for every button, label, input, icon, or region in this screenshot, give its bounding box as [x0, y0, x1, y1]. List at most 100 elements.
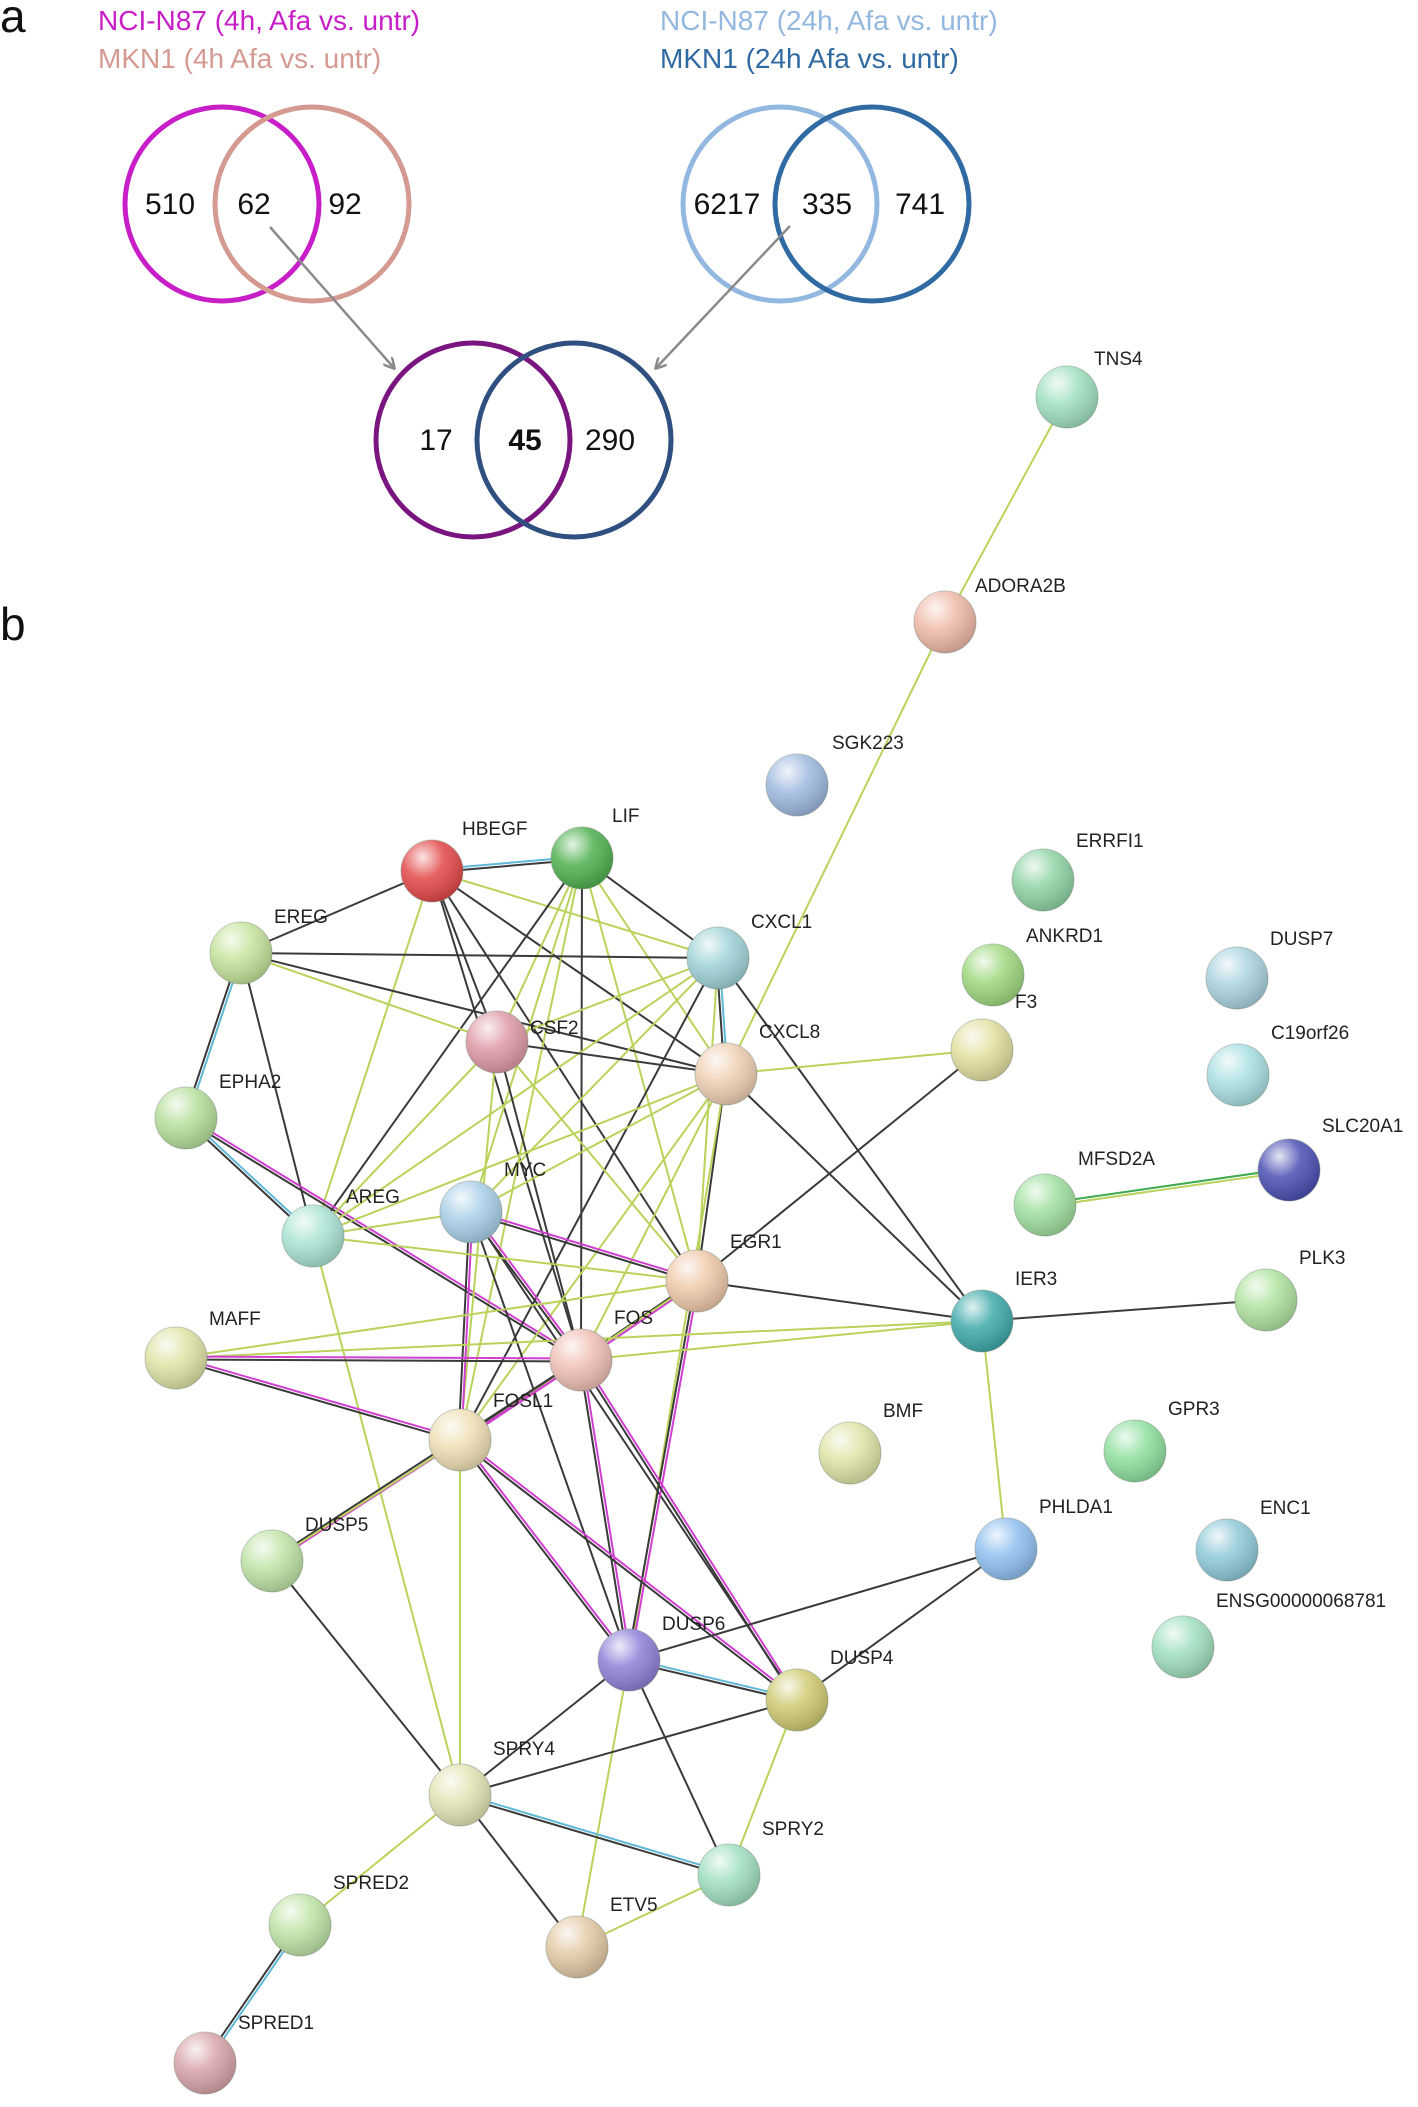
node-label: DUSP6	[662, 1614, 725, 1635]
node-plk3[interactable]: PLK3	[1234, 1248, 1345, 1332]
edge-egr1-dusp6	[626, 1280, 697, 1660]
node-label: GPR3	[1168, 1399, 1220, 1420]
node-label: DUSP4	[830, 1648, 894, 1669]
node-label: PLK3	[1299, 1248, 1345, 1269]
node-ier3[interactable]: IER3	[950, 1269, 1057, 1353]
edge-myc-dusp6	[470, 1211, 630, 1661]
node-label: EREG	[274, 907, 328, 928]
node-gloss	[429, 1764, 491, 1826]
node-adora2b[interactable]: ADORA2B	[913, 576, 1066, 654]
edge-lif-areg	[312, 857, 583, 1237]
edge-epha2-fos	[184, 1118, 581, 1363]
node-mfsd2a[interactable]: MFSD2A	[1013, 1149, 1155, 1237]
node-gloss	[1258, 1139, 1320, 1201]
node-enc1[interactable]: ENC1	[1195, 1498, 1311, 1582]
edge-fos-dusp6	[578, 1360, 629, 1661]
node-dusp6[interactable]: DUSP6	[597, 1614, 725, 1692]
node-cxcl8[interactable]: CXCL8	[694, 1022, 820, 1106]
node-myc[interactable]: MYC	[439, 1160, 546, 1244]
node-cxcl1[interactable]: CXCL1	[686, 912, 812, 990]
node-gloss	[1012, 849, 1074, 911]
node-spred2[interactable]: SPRED2	[268, 1873, 409, 1957]
node-gloss	[1152, 1616, 1214, 1678]
node-fos[interactable]: FOS	[549, 1308, 653, 1392]
node-areg[interactable]: AREG	[281, 1187, 400, 1268]
node-fosl1[interactable]: FOSL1	[428, 1391, 553, 1472]
node-label: F3	[1015, 992, 1037, 1013]
node-ereg[interactable]: EREG	[209, 907, 328, 985]
venn-4h-mkn1-circle	[212, 104, 412, 304]
node-label: CXCL1	[751, 912, 812, 933]
edge-ier3-phlda1	[981, 1320, 1007, 1550]
venn-4h-left-count: 510	[145, 188, 195, 221]
edge-dusp6-etv5	[576, 1659, 630, 1948]
edge-phlda1-dusp6	[628, 1548, 1007, 1661]
node-gpr3[interactable]: GPR3	[1103, 1399, 1220, 1483]
node-gloss	[666, 1250, 728, 1312]
edge-cxcl1-csf2	[496, 957, 719, 1043]
node-egr1[interactable]: EGR1	[665, 1232, 782, 1313]
node-ankrd1[interactable]: ANKRD1	[961, 926, 1103, 1007]
node-gloss	[951, 1019, 1013, 1081]
node-lif[interactable]: LIF	[550, 806, 639, 890]
venn-combined-24h-circle	[474, 340, 674, 540]
node-errfi1[interactable]: ERRFI1	[1011, 831, 1144, 912]
node-gloss	[1235, 1269, 1297, 1331]
node-dusp4[interactable]: DUSP4	[765, 1648, 894, 1732]
edge-hbegf-cxcl8	[431, 870, 727, 1075]
edge-dusp6-spry4	[459, 1659, 630, 1796]
node-label: LIF	[612, 806, 639, 827]
venn-combined-left-count: 17	[419, 424, 452, 457]
node-bmf[interactable]: BMF	[818, 1401, 923, 1485]
node-gloss	[695, 1043, 757, 1105]
node-label: HBEGF	[462, 819, 527, 840]
node-spry4[interactable]: SPRY4	[428, 1739, 555, 1827]
node-slc20a1[interactable]: SLC20A1	[1257, 1116, 1403, 1202]
edge-maff-fos	[175, 1358, 581, 1363]
venn-24h-mkn1-circle	[772, 104, 972, 304]
node-phlda1[interactable]: PHLDA1	[974, 1497, 1113, 1581]
edge-f3-egr1	[696, 1049, 983, 1282]
node-gloss	[687, 927, 749, 989]
node-label: SGK223	[832, 733, 904, 754]
node-label: ETV5	[610, 1895, 658, 1916]
node-label: EGR1	[730, 1232, 782, 1253]
node-label: MYC	[504, 1160, 546, 1181]
node-sgk223[interactable]: SGK223	[765, 733, 904, 817]
venn-combined: 17 45 290	[373, 340, 674, 540]
edge-csf2-fos	[496, 1041, 582, 1361]
node-etv5[interactable]: ETV5	[545, 1895, 658, 1979]
node-epha2[interactable]: EPHA2	[154, 1072, 281, 1150]
node-f3[interactable]: F3	[950, 992, 1037, 1082]
venn-4h: 510 62 92	[122, 104, 412, 304]
edge-fosl1-dusp6	[458, 1440, 629, 1662]
node-gloss	[440, 1181, 502, 1243]
node-dusp5[interactable]: DUSP5	[240, 1515, 368, 1593]
edge-myc-fosl1	[457, 1211, 471, 1440]
edge-hbegf-egr1	[431, 870, 698, 1282]
node-spred1[interactable]: SPRED1	[173, 2013, 314, 2095]
edge-spry4-spred2	[299, 1794, 461, 1926]
node-ensg00000068781[interactable]: ENSG00000068781	[1151, 1591, 1386, 1679]
edge-ereg-cxcl8	[240, 952, 727, 1075]
node-maff[interactable]: MAFF	[144, 1309, 261, 1390]
node-hbegf[interactable]: HBEGF	[400, 819, 527, 903]
node-spry2[interactable]: SPRY2	[697, 1819, 824, 1907]
node-gloss	[951, 1290, 1013, 1352]
edge-maff-fosl1	[175, 1358, 460, 1443]
venn-24h: 6217 335 741	[680, 104, 972, 304]
venn-24h-right-count: 741	[895, 188, 945, 221]
node-label: SLC20A1	[1322, 1116, 1403, 1137]
node-c19orf26[interactable]: C19orf26	[1206, 1023, 1349, 1107]
edge-cxcl8-f3	[725, 1049, 983, 1075]
edge-tns4-adora2b	[944, 396, 1068, 623]
node-label: PHLDA1	[1039, 1497, 1113, 1518]
edge-hbegf-fos	[431, 870, 582, 1361]
node-dusp7[interactable]: DUSP7	[1205, 929, 1333, 1010]
node-tns4[interactable]: TNS4	[1035, 349, 1143, 429]
node-gloss	[975, 1518, 1037, 1580]
edge-lif-csf2	[496, 857, 583, 1043]
node-csf2[interactable]: CSF2	[465, 1010, 579, 1074]
edge-csf2-cxcl8	[496, 1041, 727, 1075]
node-label: MFSD2A	[1078, 1149, 1155, 1170]
